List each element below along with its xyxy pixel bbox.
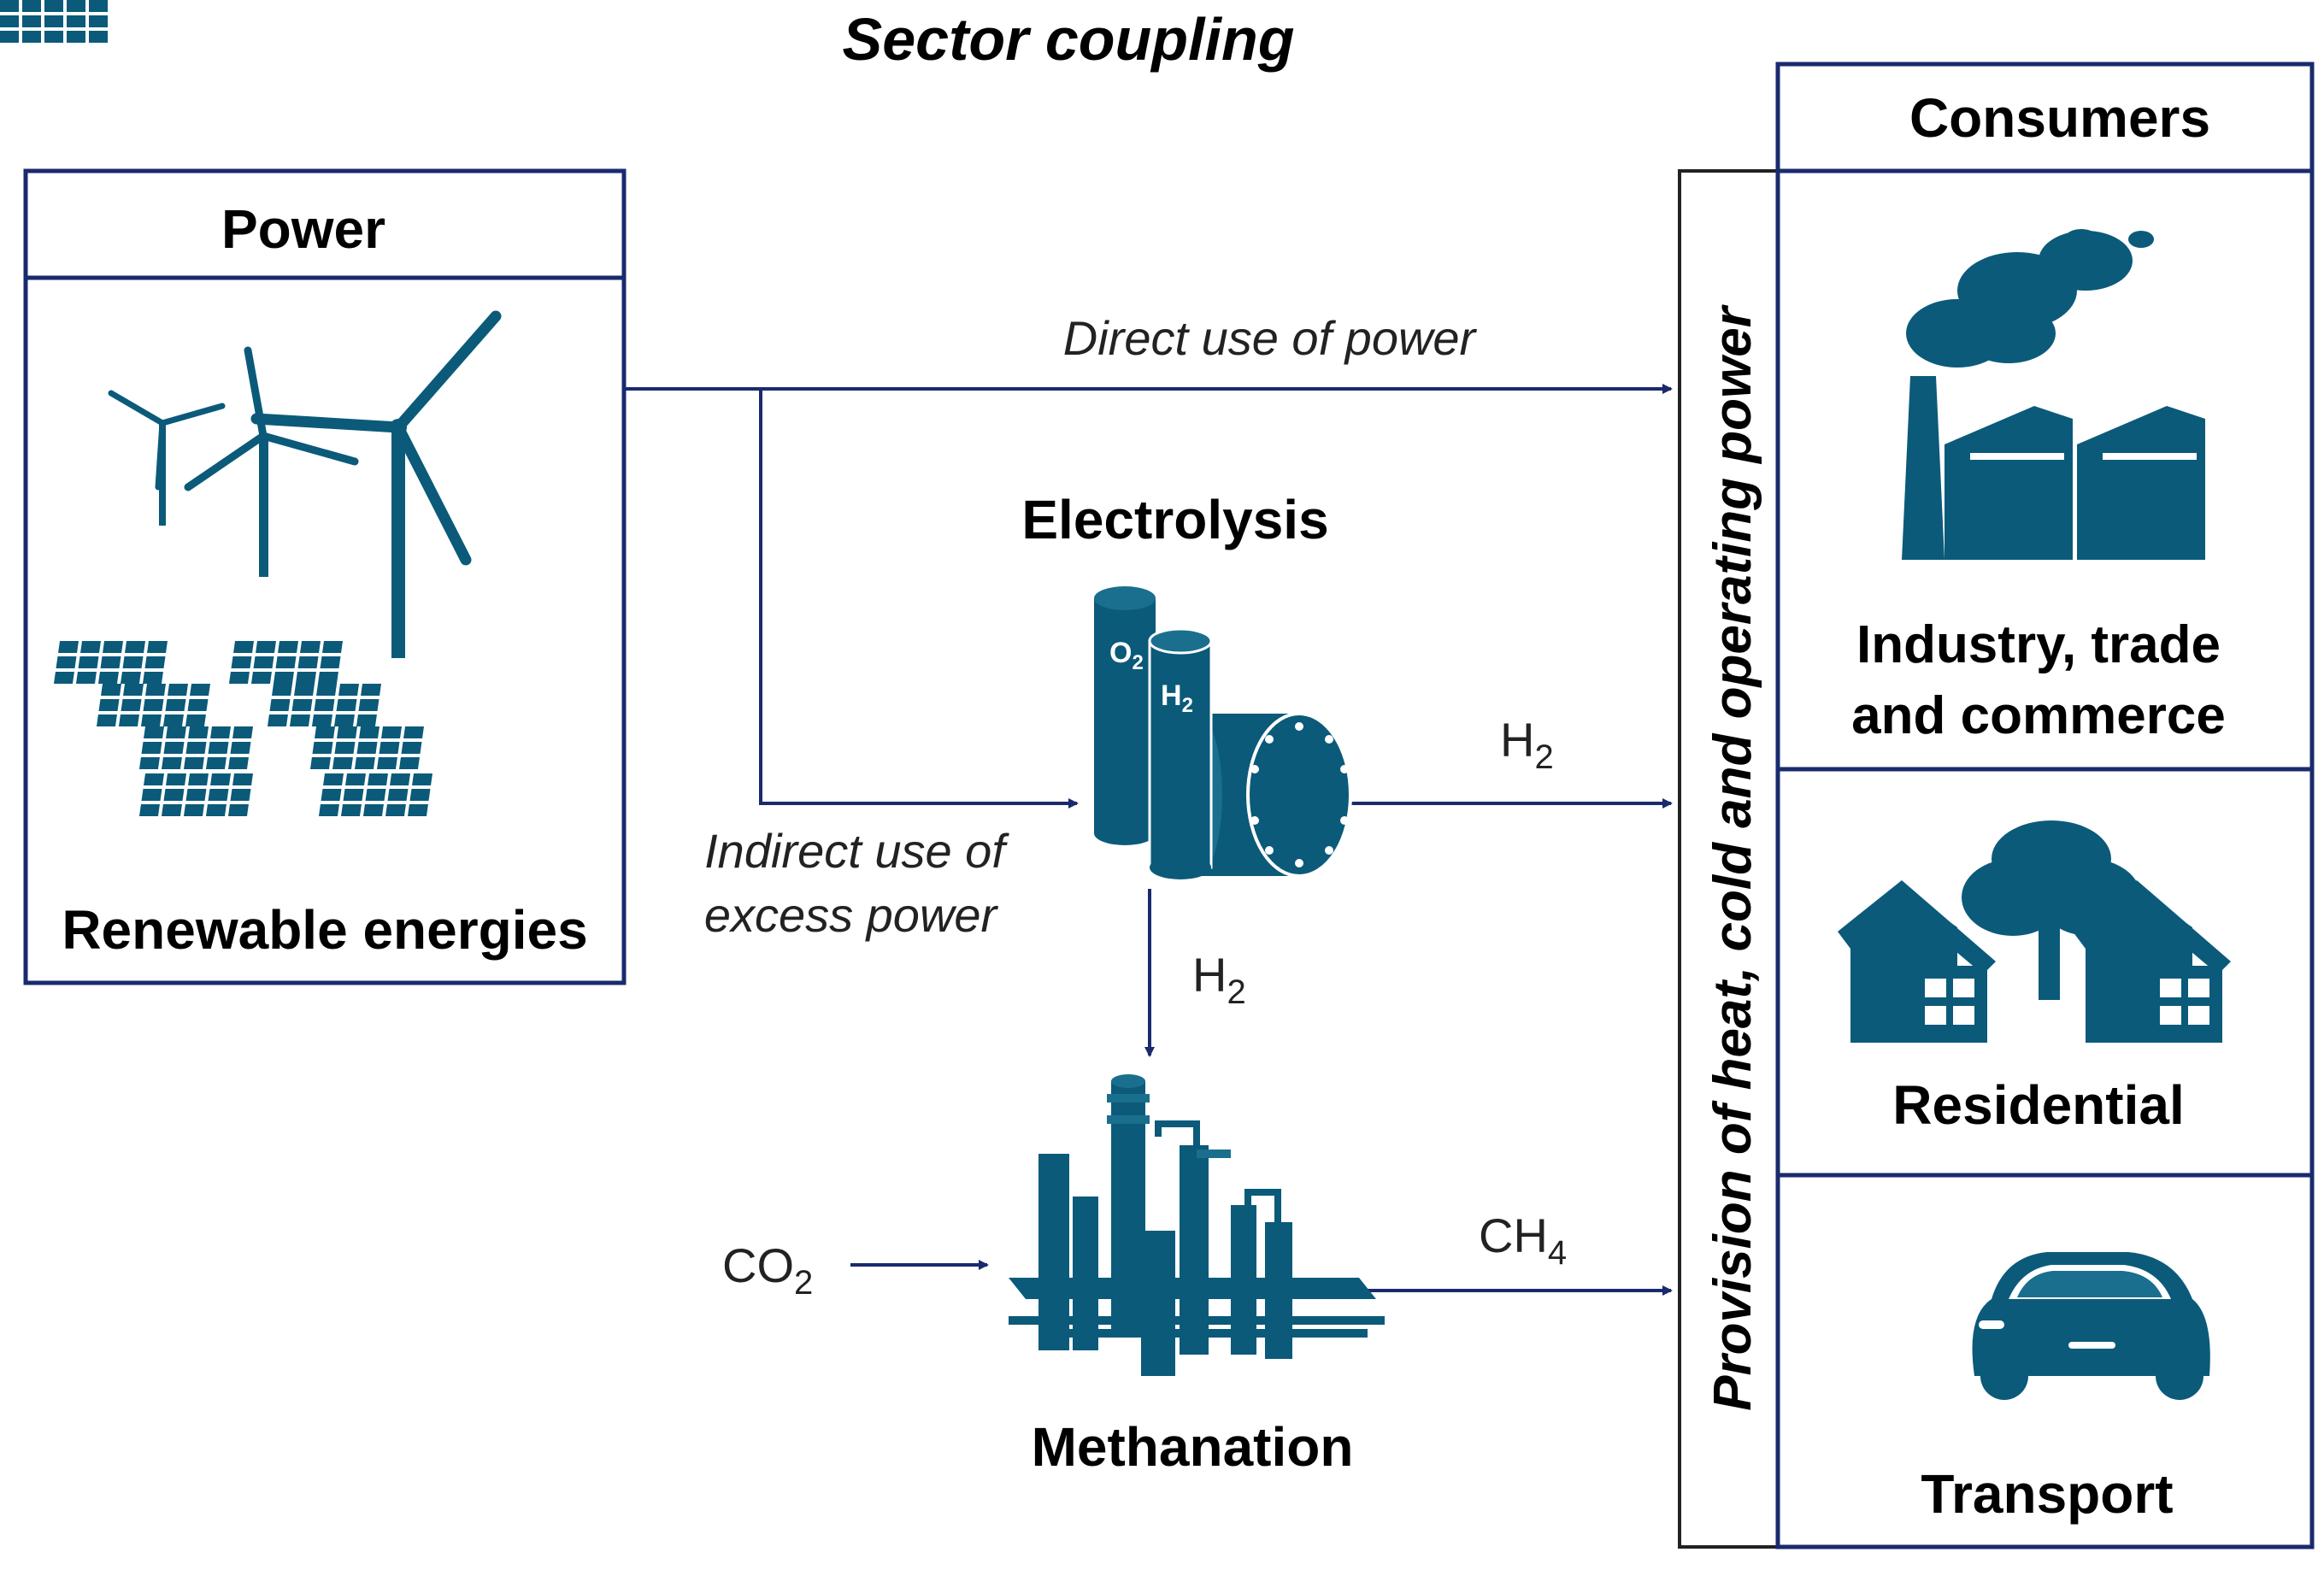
transport-label: Transport [1921, 1463, 2173, 1525]
electrolysis-label: Electrolysis [1021, 489, 1328, 550]
ch4-label: CH4 [1479, 1208, 1567, 1272]
residential-label: Residential [1892, 1074, 2184, 1136]
solar-panels-icon [0, 0, 432, 816]
factory-icon [1902, 229, 2205, 560]
consumers-header: Consumers [1909, 87, 2210, 149]
houses-icon [1838, 820, 2231, 1043]
car-icon [1972, 1252, 2210, 1400]
indirect-use-label-line2: excess power [704, 888, 999, 942]
industry-label-line2: and commerce [1851, 686, 2226, 745]
indirect-use-arrow [759, 389, 1079, 809]
methanation-label: Methanation [1032, 1416, 1354, 1478]
o2-tank-label: O2 [1109, 637, 1144, 674]
consumers-box: Consumers Industry, trade and commerce [1775, 62, 2315, 1549]
power-header: Power [221, 198, 385, 260]
provision-label: Provision of heat, cold and operating po… [1703, 304, 1762, 1411]
h2-down-label: H2 [1192, 948, 1246, 1011]
wind-turbines-icon [108, 310, 502, 658]
flow-arrows [624, 384, 1673, 1296]
indirect-use-label-line1: Indirect use of [704, 824, 1009, 878]
industry-label-line1: Industry, trade [1856, 615, 2221, 674]
co2-label: CO2 [722, 1238, 813, 1302]
h2-right-label: H2 [1500, 713, 1554, 776]
electrolyzer-icon: O2 H2 [1094, 586, 1352, 879]
h2-tank-label: H2 [1161, 679, 1193, 717]
direct-use-label: Direct use of power [1063, 311, 1478, 365]
diagram-title: Sector coupling [843, 6, 1295, 73]
provision-box: Provision of heat, cold and operating po… [1678, 169, 1780, 1549]
renewable-energies-caption: Renewable energies [62, 899, 587, 961]
methanation-plant-icon [1009, 1074, 1385, 1376]
power-box: Power Renewable energies [0, 0, 627, 985]
